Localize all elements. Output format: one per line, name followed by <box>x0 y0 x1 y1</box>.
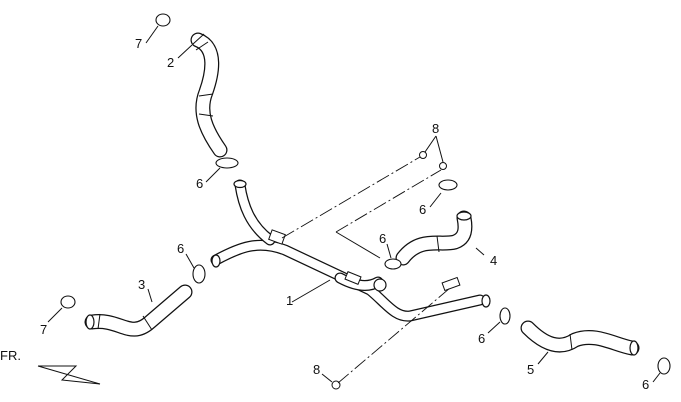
riser-pipe-inner <box>235 180 275 245</box>
part-3-left-hose <box>84 284 193 337</box>
callout-7: 7 <box>135 36 142 51</box>
pipe-end-top <box>233 179 247 189</box>
clamps-7 <box>60 13 171 309</box>
pipe-end-branch <box>373 278 387 292</box>
callout-6: 6 <box>478 331 485 346</box>
callout-8: 8 <box>313 362 320 377</box>
callout-6: 6 <box>642 377 649 392</box>
bracket-right <box>441 276 461 292</box>
callout-6: 6 <box>419 202 426 217</box>
centerlines <box>281 156 451 384</box>
pipe-end-left <box>211 254 221 268</box>
part-2-upper-hose <box>190 32 228 158</box>
callout-3: 3 <box>138 277 145 292</box>
clamp-icon <box>499 307 511 325</box>
callout-6: 6 <box>177 241 184 256</box>
callout-1: 1 <box>286 293 293 308</box>
bolt-icon <box>419 151 427 159</box>
clamp-icon <box>215 157 239 169</box>
clamp-icon <box>657 357 671 375</box>
clamp-icon <box>384 258 402 270</box>
part-5-right-lower-hose <box>520 320 640 356</box>
bolts <box>331 151 447 390</box>
callout-6: 6 <box>196 176 203 191</box>
clamps <box>192 157 671 375</box>
front-direction-arrow <box>37 365 101 385</box>
part-4-right-hose <box>395 210 473 266</box>
callout-7: 7 <box>40 322 47 337</box>
callout-4: 4 <box>490 253 497 268</box>
callout-5: 5 <box>527 362 534 377</box>
main-pipe-inner <box>211 241 485 321</box>
clamp-icon <box>155 13 171 27</box>
part-1-pipe-assembly <box>210 179 491 322</box>
pipe-end-right <box>481 294 491 308</box>
clamp-icon <box>192 264 206 284</box>
bracket-center <box>344 271 362 285</box>
leader-lines <box>47 25 661 383</box>
bracket-left <box>268 229 286 245</box>
bolt-icon <box>439 162 447 170</box>
callout-6: 6 <box>379 231 386 246</box>
clamp-icon <box>438 179 458 191</box>
clamp-icon <box>60 295 76 309</box>
callout-8: 8 <box>432 121 439 136</box>
callout-2: 2 <box>167 55 174 70</box>
front-label: FR. <box>0 348 21 363</box>
